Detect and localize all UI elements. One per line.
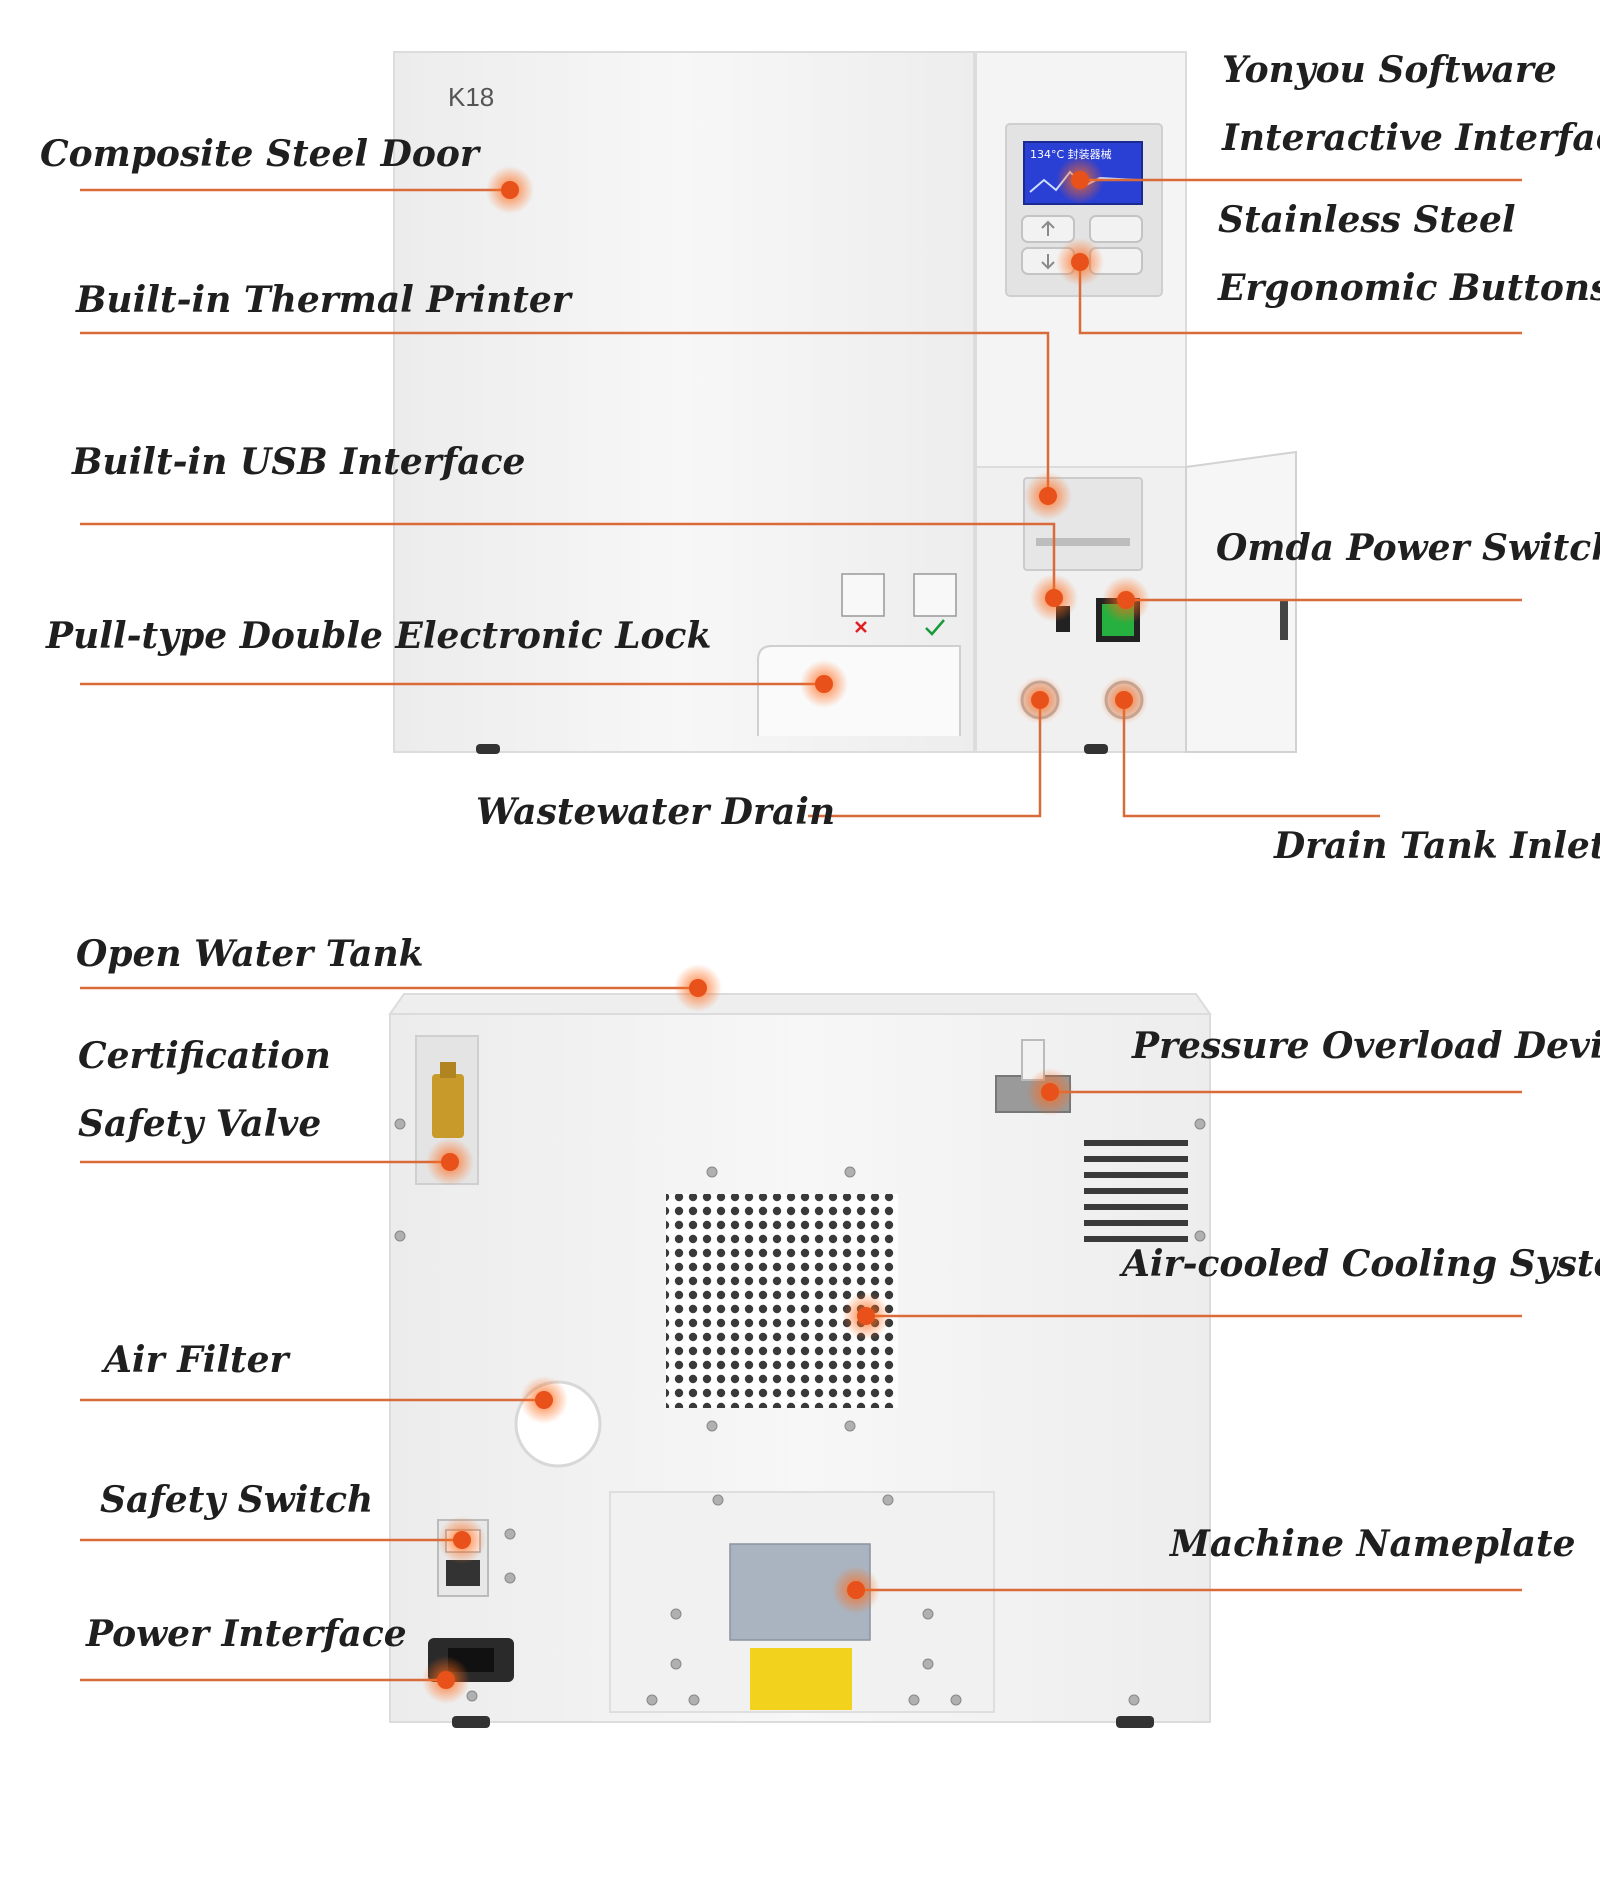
service-door: [1185, 450, 1297, 753]
marker-wastewater: [1031, 691, 1049, 709]
marker-power-switch: [1117, 591, 1135, 609]
marker-usb: [1045, 589, 1063, 607]
marker-nameplate: [847, 1581, 865, 1599]
menu-button[interactable]: [1089, 215, 1143, 243]
label-power-switch: Omda Power Switch: [1216, 527, 1600, 569]
label-air-cooled: Air-cooled Cooling System: [1122, 1243, 1600, 1285]
valve-cap: [440, 1062, 456, 1078]
cross-icon: [855, 621, 867, 633]
marker-cooling: [857, 1307, 875, 1325]
label-valve-line1: Certification: [78, 1035, 331, 1077]
label-air-filter: Air Filter: [104, 1339, 289, 1381]
label-drain-tank-inlet: Drain Tank Inlet: [1274, 825, 1600, 867]
model-badge: K18: [448, 82, 494, 112]
rear-unit: [388, 993, 1212, 1728]
arrow-down-icon: [1041, 254, 1055, 270]
door-closed-pictogram: [913, 573, 957, 617]
rear-top-edge: [388, 993, 1212, 1015]
screws: [394, 1118, 1206, 1706]
label-usb-interface: Built-in USB Interface: [72, 441, 526, 483]
marker-buttons: [1071, 253, 1089, 271]
warning-label: [750, 1648, 852, 1710]
front-foot: [476, 744, 500, 754]
callout-markers: [422, 156, 1150, 1704]
arrow-up-icon: [1041, 220, 1055, 236]
label-power-interface: Power Interface: [86, 1613, 407, 1655]
front-unit: K18 134°C 封装器械: [393, 51, 1297, 754]
label-buttons-line2: Ergonomic Buttons: [1218, 267, 1600, 309]
marker-valve: [441, 1153, 459, 1171]
label-valve-line2: Safety Valve: [78, 1103, 322, 1145]
label-machine-nameplate: Machine Nameplate: [1170, 1523, 1576, 1565]
safety-switch-base: [446, 1560, 480, 1586]
printer-slot: [1036, 538, 1130, 546]
callout-line-inlet: [1122, 700, 1380, 818]
label-software-line2: Interactive Interface: [1222, 117, 1600, 159]
display-text: 134°C 封装器械: [1030, 147, 1112, 161]
marker-printer: [1039, 487, 1057, 505]
label-wastewater-drain: Wastewater Drain: [476, 791, 836, 833]
marker-software: [1071, 171, 1089, 189]
composite-steel-door: [393, 51, 975, 753]
check-icon: [925, 619, 945, 636]
door-latch: [1280, 600, 1288, 640]
front-foot: [1084, 744, 1108, 754]
rear-foot: [452, 1716, 490, 1728]
marker-lock: [815, 675, 833, 693]
callout-lines: [80, 178, 1522, 1682]
label-pressure-overload: Pressure Overload Device: [1132, 1025, 1600, 1067]
marker-power-interface: [437, 1671, 455, 1689]
marker-door: [501, 181, 519, 199]
marker-safety-switch: [453, 1531, 471, 1549]
label-thermal-printer: Built-in Thermal Printer: [76, 279, 571, 321]
label-composite-steel-door: Composite Steel Door: [40, 133, 479, 175]
marker-tank: [689, 979, 707, 997]
rear-foot: [1116, 1716, 1154, 1728]
marker-inlet: [1115, 691, 1133, 709]
callout-line-wastewater: [808, 700, 1042, 818]
marker-filter: [535, 1391, 553, 1409]
electronic-lock-handle: [757, 645, 961, 736]
callout-line-usb: [80, 522, 1056, 598]
callout-line-printer: [80, 331, 1050, 496]
label-open-water-tank: Open Water Tank: [76, 933, 424, 975]
label-electronic-lock: Pull-type Double Electronic Lock: [46, 615, 712, 657]
cooling-vent: [1084, 1140, 1188, 1242]
marker-overload: [1041, 1083, 1059, 1101]
label-safety-switch: Safety Switch: [100, 1479, 374, 1521]
label-buttons-line1: Stainless Steel: [1218, 199, 1516, 241]
label-software-line1: Yonyou Software: [1222, 49, 1557, 91]
door-open-pictogram: [841, 573, 885, 617]
safety-valve: [432, 1074, 464, 1138]
